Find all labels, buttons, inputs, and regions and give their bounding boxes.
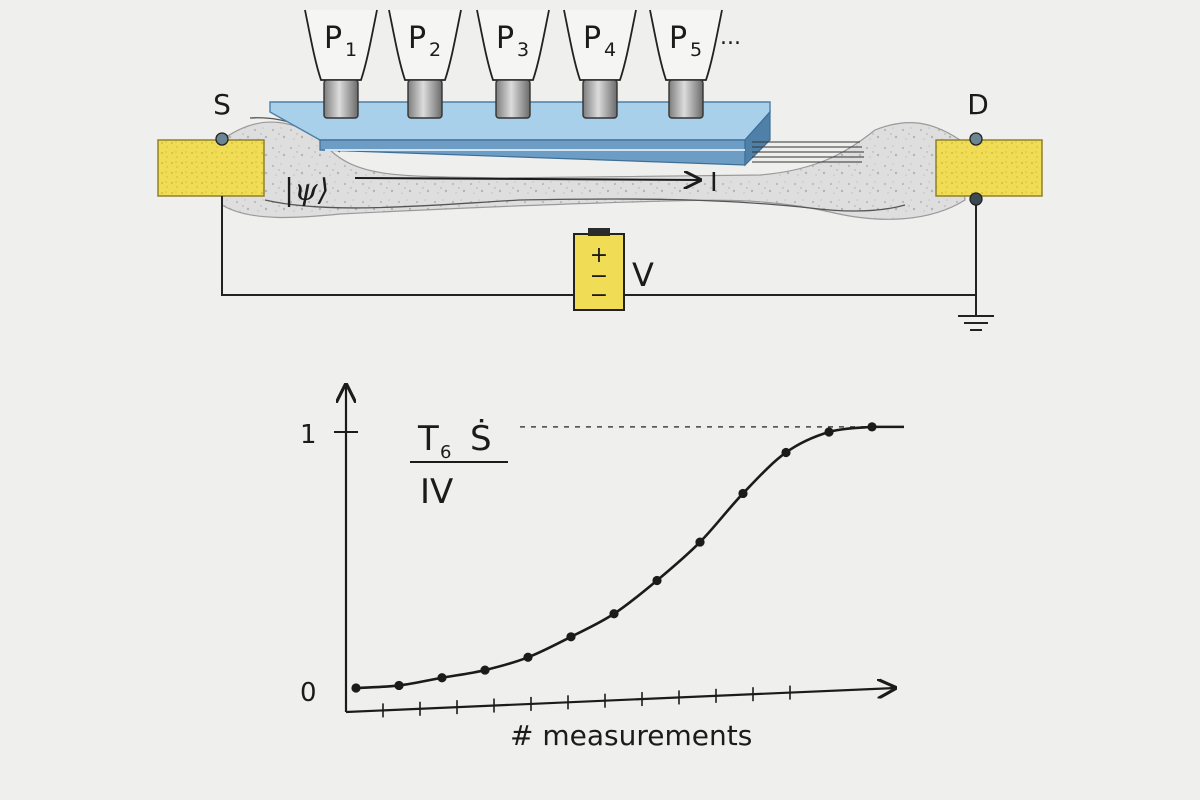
y-label-denominator: IV (420, 472, 453, 512)
data-point-8 (695, 537, 705, 547)
data-point-6 (609, 609, 619, 619)
wire-left (221, 196, 575, 296)
ground-symbol (958, 295, 994, 331)
probe-4-label: P (583, 21, 601, 56)
state-label: |ψ⟩ (284, 173, 329, 208)
y-label-S: Ṡ (470, 418, 492, 459)
data-point-1 (394, 680, 404, 691)
current-label: I (710, 168, 718, 198)
probe-4-shaft (582, 79, 618, 119)
probe-4-subscript: 4 (604, 39, 616, 61)
data-point-3 (480, 665, 490, 675)
data-point-5 (566, 632, 576, 642)
channel-edge-bottom (264, 198, 906, 212)
probe-2-label: P (408, 21, 426, 56)
wire-right (625, 205, 977, 296)
gate-block (269, 101, 864, 167)
data-point-9 (738, 488, 748, 499)
battery-minus-1: − (590, 264, 608, 289)
data-point-4 (523, 652, 533, 662)
drain-terminal-bottom (969, 192, 983, 206)
y-tick-0: 0 (300, 678, 317, 708)
battery-plus: + (590, 243, 608, 268)
data-point-11 (824, 427, 834, 437)
data-point-7 (652, 575, 662, 586)
probe-2-shaft (407, 79, 443, 119)
x-axis (345, 688, 895, 714)
voltage-label: V (632, 256, 654, 294)
probe-ellipsis: ... (720, 25, 741, 50)
data-point-0 (351, 683, 361, 693)
probe-1-label: P (324, 21, 342, 56)
x-axis-label: # measurements (510, 719, 752, 752)
probe-3-shaft (495, 79, 531, 119)
drain-electrode (935, 139, 1043, 197)
y-label-sub: 6 (440, 442, 451, 463)
plot: 0 1 T 6 Ṡ IV # measurements (300, 385, 905, 752)
y-axis-label: T 6 Ṡ IV (410, 418, 508, 512)
data-point-10 (781, 447, 791, 458)
battery-minus-2: − (590, 283, 608, 308)
source-label: S (213, 88, 231, 121)
source-electrode (157, 139, 265, 197)
source-terminal (215, 132, 229, 146)
series-curve (355, 425, 904, 690)
y-label-T: T (417, 419, 439, 459)
probe-5-label: P (669, 21, 687, 56)
drain-terminal-top (969, 132, 983, 146)
battery-cap (588, 228, 610, 236)
probe-3-subscript: 3 (517, 39, 529, 61)
probe-2-subscript: 2 (429, 39, 441, 61)
x-ticks (382, 685, 791, 718)
probe-1-subscript: 1 (345, 39, 357, 61)
y-tick-1: 1 (300, 420, 317, 450)
channel (221, 121, 966, 220)
data-point-12 (867, 422, 877, 432)
drain-label: D (967, 88, 989, 121)
series-points (351, 422, 877, 693)
data-point-2 (437, 673, 447, 683)
current-arrow (354, 178, 700, 180)
probe-5-subscript: 5 (690, 39, 702, 61)
probe-5-shaft (668, 79, 704, 119)
probe-1-shaft (323, 79, 359, 119)
probe-3-label: P (496, 21, 514, 56)
